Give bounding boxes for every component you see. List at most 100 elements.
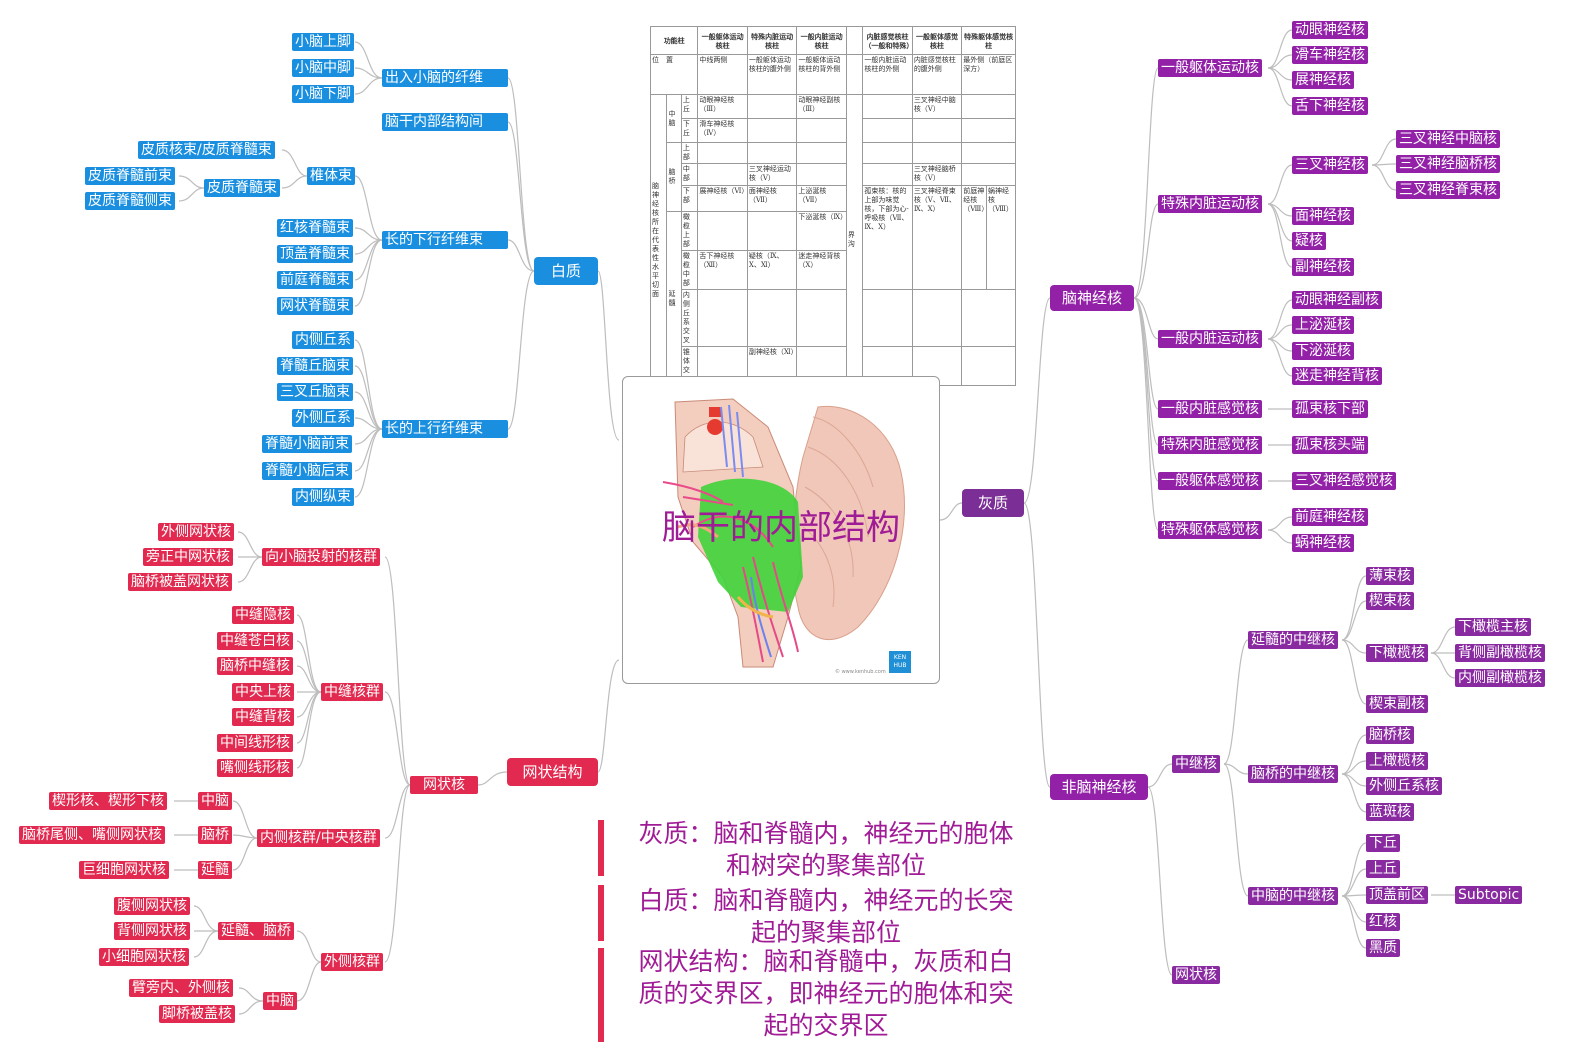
node-g4-s1-1[interactable]: 腹侧网状核 bbox=[114, 897, 190, 915]
node-gsa[interactable]: 一般躯体感觉核 bbox=[1158, 472, 1262, 490]
node-sva[interactable]: 特殊内脏感觉核 bbox=[1158, 436, 1262, 454]
node-g4-s1[interactable]: 延髓、脑桥 bbox=[218, 922, 294, 940]
node-gsa-1[interactable]: 三叉神经感觉核 bbox=[1292, 472, 1396, 490]
node-g2-1[interactable]: 中缝隐核 bbox=[232, 606, 294, 624]
node-g3-region-1[interactable]: 中脑 bbox=[198, 792, 232, 810]
node-asc-4[interactable]: 外侧丘系 bbox=[292, 409, 354, 427]
node-gva[interactable]: 一般内脏感觉核 bbox=[1158, 400, 1262, 418]
node-g1-1[interactable]: 外侧网状核 bbox=[158, 523, 234, 541]
node-g2-5[interactable]: 中缝背核 bbox=[232, 708, 294, 726]
node-g3-item-1[interactable]: 楔形核、楔形下核 bbox=[49, 792, 167, 810]
node-raphe[interactable]: 中缝核群 bbox=[321, 683, 383, 701]
node-medulla-relay[interactable]: 延髓的中继核 bbox=[1248, 631, 1338, 649]
node-gse[interactable]: 一般躯体运动核 bbox=[1158, 59, 1262, 77]
node-gse-2[interactable]: 滑车神经核 bbox=[1292, 46, 1368, 64]
node-gse-3[interactable]: 展神经核 bbox=[1292, 71, 1354, 89]
node-mid-3[interactable]: 顶盖前区 bbox=[1366, 886, 1428, 904]
node-trig-1[interactable]: 三叉神经中脑核 bbox=[1396, 130, 1500, 148]
node-io-2[interactable]: 背侧副橄榄核 bbox=[1455, 644, 1545, 662]
node-g3-region-3[interactable]: 延髓 bbox=[198, 861, 232, 879]
node-trig-2[interactable]: 三叉神经脑桥核 bbox=[1396, 155, 1500, 173]
node-gse-1[interactable]: 动眼神经核 bbox=[1292, 21, 1368, 39]
node-pons-2[interactable]: 上橄榄核 bbox=[1366, 752, 1428, 770]
node-sve-2[interactable]: 疑核 bbox=[1292, 232, 1326, 250]
node-ascending-tracts[interactable]: 长的上行纤维束 bbox=[382, 420, 508, 438]
node-g4-s2-2[interactable]: 脚桥被盖核 bbox=[159, 1005, 235, 1023]
node-ssa[interactable]: 特殊躯体感觉核 bbox=[1158, 521, 1262, 539]
node-ssa-1[interactable]: 前庭神经核 bbox=[1292, 508, 1368, 526]
node-gve-4[interactable]: 迷走神经背核 bbox=[1292, 367, 1382, 385]
node-g4-s2[interactable]: 中脑 bbox=[263, 992, 297, 1010]
node-mid-2[interactable]: 上丘 bbox=[1366, 860, 1400, 878]
node-pons-4[interactable]: 蓝斑核 bbox=[1366, 803, 1414, 821]
node-midbrain-relay[interactable]: 中脑的中继核 bbox=[1248, 887, 1338, 905]
node-vestibulospinal[interactable]: 前庭脊髓束 bbox=[277, 271, 353, 289]
node-anterior-cs[interactable]: 皮质脊髓前束 bbox=[85, 167, 175, 185]
node-asc-7[interactable]: 内侧纵束 bbox=[292, 488, 354, 506]
node-cranial-nuclei[interactable]: 脑神经核 bbox=[1050, 285, 1134, 311]
node-sve[interactable]: 特殊内脏运动核 bbox=[1158, 195, 1262, 213]
node-g2-7[interactable]: 嘴侧线形核 bbox=[217, 759, 293, 777]
node-g3-item-3[interactable]: 巨细胞网状核 bbox=[79, 861, 169, 879]
node-pyramidal[interactable]: 椎体束 bbox=[307, 167, 355, 185]
node-noncranial-nuclei[interactable]: 非脑神经核 bbox=[1050, 774, 1148, 800]
node-g4-s1-2[interactable]: 背侧网状核 bbox=[114, 922, 190, 940]
node-g2-3[interactable]: 脑桥中缝核 bbox=[217, 657, 293, 675]
node-g1-2[interactable]: 旁正中网状核 bbox=[143, 548, 233, 566]
node-gve-1[interactable]: 动眼神经副核 bbox=[1292, 291, 1382, 309]
node-medial-group[interactable]: 内侧核群/中央核群 bbox=[257, 829, 380, 847]
node-mid-4[interactable]: 红核 bbox=[1366, 913, 1400, 931]
node-mid-1[interactable]: 下丘 bbox=[1366, 834, 1400, 852]
node-cerebellar-fibers[interactable]: 出入小脑的纤维 bbox=[382, 69, 508, 87]
node-sva-1[interactable]: 孤束核头端 bbox=[1292, 436, 1368, 454]
node-pons-3[interactable]: 外侧丘系核 bbox=[1366, 777, 1442, 795]
reticular-formation-node[interactable]: 网状结构 bbox=[507, 758, 598, 786]
node-inferior-olive[interactable]: 下橄榄核 bbox=[1366, 644, 1428, 662]
node-scp[interactable]: 小脑上脚 bbox=[292, 33, 354, 51]
node-reticular-nuclei[interactable]: 网状核 bbox=[410, 776, 478, 794]
node-subtopic[interactable]: Subtopic bbox=[1455, 886, 1523, 904]
node-cerebellar-projecting[interactable]: 向小脑投射的核群 bbox=[262, 548, 380, 566]
node-med-3[interactable]: 楔束副核 bbox=[1366, 695, 1428, 713]
node-asc-1[interactable]: 内侧丘系 bbox=[292, 331, 354, 349]
node-trigeminal[interactable]: 三叉神经核 bbox=[1292, 156, 1368, 174]
node-g4-s2-1[interactable]: 臂旁内、外侧核 bbox=[129, 979, 233, 997]
node-mcp[interactable]: 小脑中脚 bbox=[292, 59, 354, 77]
node-g4-s1-3[interactable]: 小细胞网状核 bbox=[99, 948, 189, 966]
node-trig-3[interactable]: 三叉神经脊束核 bbox=[1396, 181, 1500, 199]
node-lateral-group[interactable]: 外侧核群 bbox=[321, 953, 383, 971]
node-gve-2[interactable]: 上泌涎核 bbox=[1292, 316, 1354, 334]
node-rubrospinal[interactable]: 红核脊髓束 bbox=[277, 219, 353, 237]
node-corticobulbar[interactable]: 皮质核束/皮质脊髓束 bbox=[138, 141, 275, 159]
node-med-1[interactable]: 薄束核 bbox=[1366, 567, 1414, 585]
node-g2-4[interactable]: 中央上核 bbox=[232, 683, 294, 701]
white-matter-node[interactable]: 白质 bbox=[534, 257, 598, 285]
node-med-2[interactable]: 楔束核 bbox=[1366, 592, 1414, 610]
node-gva-1[interactable]: 孤束核下部 bbox=[1292, 400, 1368, 418]
node-gve[interactable]: 一般内脏运动核 bbox=[1158, 330, 1262, 348]
node-reticulospinal[interactable]: 网状脊髓束 bbox=[277, 297, 353, 315]
node-descending-tracts[interactable]: 长的下行纤维束 bbox=[382, 231, 508, 249]
node-io-3[interactable]: 内侧副橄榄核 bbox=[1455, 669, 1545, 687]
node-gse-4[interactable]: 舌下神经核 bbox=[1292, 97, 1368, 115]
node-asc-2[interactable]: 脊髓丘脑束 bbox=[277, 357, 353, 375]
node-icp[interactable]: 小脑下脚 bbox=[292, 85, 354, 103]
node-relay[interactable]: 中继核 bbox=[1172, 755, 1220, 773]
node-sve-1[interactable]: 面神经核 bbox=[1292, 207, 1354, 225]
node-sve-3[interactable]: 副神经核 bbox=[1292, 258, 1354, 276]
node-tectospinal[interactable]: 顶盖脊髓束 bbox=[277, 245, 353, 263]
node-asc-3[interactable]: 三叉丘脑束 bbox=[277, 383, 353, 401]
node-lateral-cs[interactable]: 皮质脊髓侧束 bbox=[85, 192, 175, 210]
node-g3-region-2[interactable]: 脑桥 bbox=[198, 826, 232, 844]
node-gve-3[interactable]: 下泌涎核 bbox=[1292, 342, 1354, 360]
node-g2-6[interactable]: 中间线形核 bbox=[217, 734, 293, 752]
node-mid-5[interactable]: 黑质 bbox=[1366, 939, 1400, 957]
node-internal-links[interactable]: 脑干内部结构间 bbox=[382, 113, 508, 131]
node-g3-item-2[interactable]: 脑桥尾侧、嘴侧网状核 bbox=[19, 826, 165, 844]
node-asc-6[interactable]: 脊髓小脑后束 bbox=[262, 462, 352, 480]
node-asc-5[interactable]: 脊髓小脑前束 bbox=[262, 435, 352, 453]
node-g2-2[interactable]: 中缝苍白核 bbox=[217, 632, 293, 650]
node-pons-1[interactable]: 脑桥核 bbox=[1366, 726, 1414, 744]
node-g1-3[interactable]: 脑桥被盖网状核 bbox=[128, 573, 232, 591]
gray-matter-node[interactable]: 灰质 bbox=[962, 489, 1024, 517]
